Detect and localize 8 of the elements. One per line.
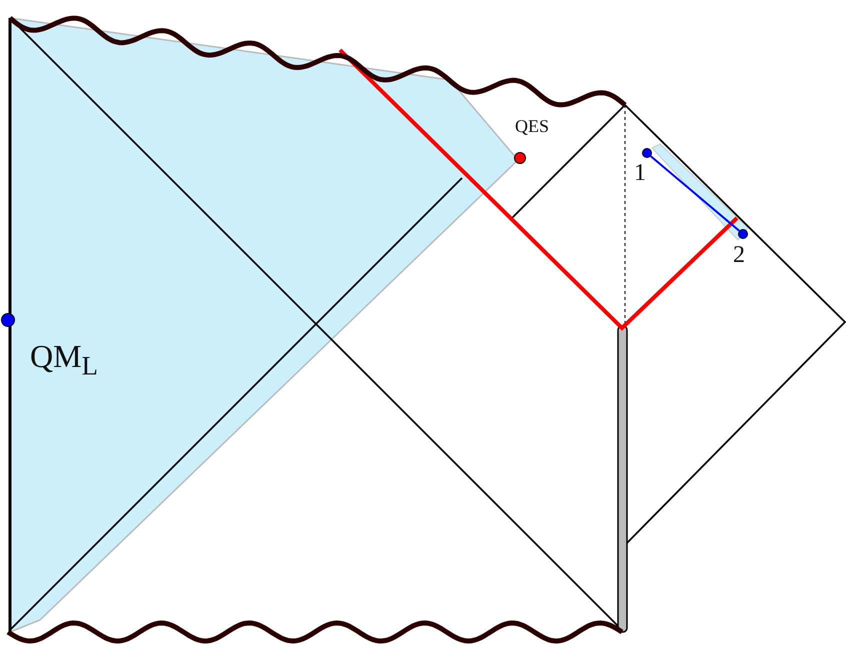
point-label: 2	[733, 242, 745, 269]
point-label: QM$_{L}$	[30, 338, 98, 382]
point-marker	[642, 148, 652, 158]
point-marker	[1, 313, 15, 327]
point-marker	[514, 152, 526, 164]
point-label: QES	[515, 116, 550, 137]
connecting-line	[650, 155, 740, 232]
point-label: 1	[634, 160, 646, 187]
